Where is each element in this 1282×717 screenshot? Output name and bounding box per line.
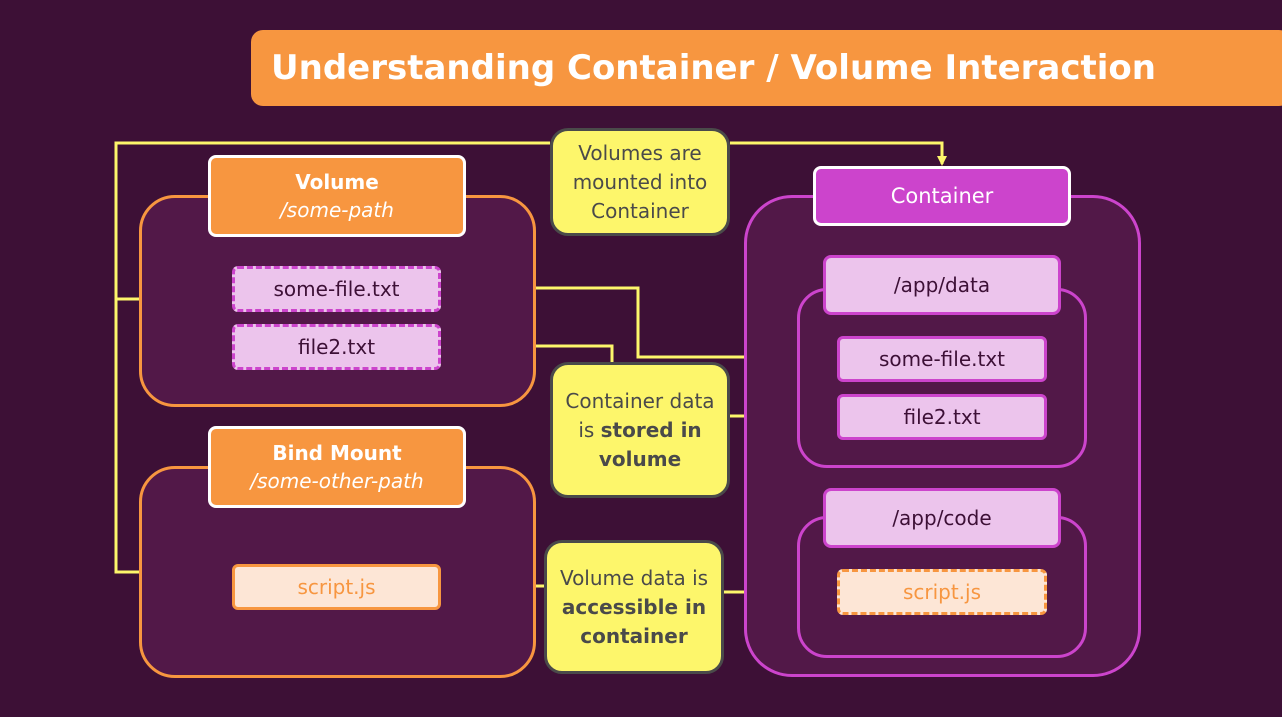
note-accessible-bold: accessible in container [561, 594, 707, 648]
container-header: Container [813, 166, 1071, 226]
note-stored-prefix: Container data is [565, 388, 715, 442]
diagram-title: Understanding Container / Volume Interac… [271, 48, 1156, 88]
data-file1-arrow [443, 283, 838, 359]
bind-mount-title: Bind Mount [272, 441, 402, 465]
note-accessible-prefix: Volume data is [559, 565, 709, 590]
container-script-file: script.js [837, 569, 1047, 615]
mount-to-container-arrow [730, 141, 947, 166]
note-accessible: Volume data is accessible in container [544, 540, 724, 674]
bind-mount-path: /some-other-path [250, 469, 424, 493]
app-code-path: /app/code [823, 488, 1061, 548]
note-stored-bold: stored in volume [598, 417, 702, 471]
bind-mount-header: Bind Mount /some-other-path [208, 426, 466, 508]
app-data-path: /app/data [823, 255, 1061, 315]
bind-mount-script-file: script.js [232, 564, 441, 610]
container-file-file2: file2.txt [837, 394, 1047, 440]
volume-file-file2: file2.txt [232, 324, 441, 370]
note-mounted-text: Volumes are mounted into Container [572, 140, 708, 223]
volume-path: /some-path [280, 198, 394, 222]
title-bar: Understanding Container / Volume Interac… [251, 30, 1282, 106]
mount-bracket-line [114, 297, 139, 574]
note-stored: Container data is stored in volume [550, 362, 730, 498]
volume-header: Volume /some-path [208, 155, 466, 237]
volume-file-some-file: some-file.txt [232, 266, 441, 312]
note-mounted: Volumes are mounted into Container [550, 128, 730, 236]
container-file-some-file: some-file.txt [837, 336, 1047, 382]
volume-title: Volume [295, 170, 379, 194]
mount-to-container-line [114, 141, 550, 299]
